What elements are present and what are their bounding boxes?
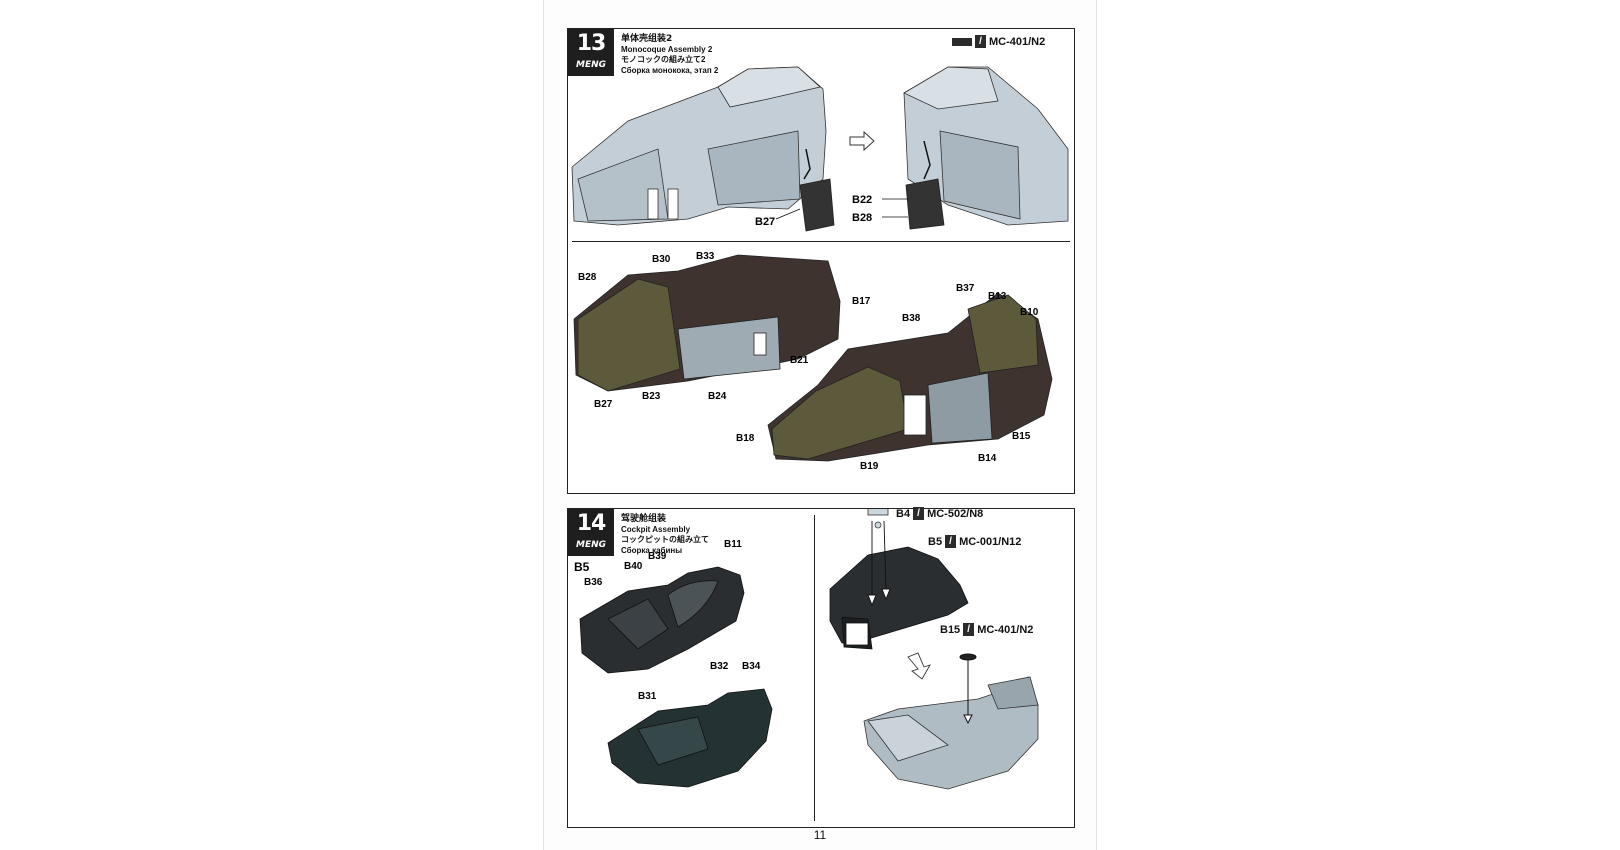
label-b13: B13 (988, 291, 1007, 302)
label-b37: B37 (956, 283, 975, 294)
seat-tub-lower (607, 688, 773, 788)
seat-tub-upper (579, 566, 745, 674)
label-b36: B36 (584, 577, 603, 588)
label-b11: B11 (724, 539, 742, 550)
step-13-badge: 13 MENG (568, 29, 614, 76)
step-number: 14 (576, 511, 607, 536)
brush-icon: / (945, 535, 957, 548)
monocoque-lower-right (767, 292, 1053, 462)
label-b23: B23 (642, 391, 661, 402)
cockpit-cowl (829, 546, 969, 650)
title-en: Cockpit Assembly (621, 524, 691, 534)
lower-tub-labels: B32 B34 B31 (638, 661, 761, 702)
lower-left-labels: B28 B30 B33 B17 B21 B23 B24 B27 (578, 251, 871, 410)
step-14-illustration: B5 B11 B40 B39 B36 B32 B34 B31 (574, 509, 1039, 790)
monocoque-upper-right (903, 66, 1069, 226)
label-b5-section: B5 (574, 560, 590, 574)
paint-code: MC-401/N2 (977, 623, 1034, 636)
label-b28: B28 (852, 212, 872, 224)
step-14-badge: 14 MENG (568, 509, 614, 556)
assembly-arrows (867, 520, 891, 607)
step-14-panel: 14 MENG 驾驶舱组装 Cockpit Assembly コックピットの組み… (567, 507, 1075, 828)
label-b34: B34 (742, 661, 761, 672)
step-13-titles: 单体壳组装2 Monocoque Assembly 2 モノコックの組み立て2 … (621, 34, 718, 76)
label-b19: B19 (860, 461, 879, 472)
paint-code: MC-502/N8 (927, 507, 984, 520)
cockpit-seat (863, 676, 1039, 790)
step-13-panel: 13 MENG 单体壳组装2 Monocoque Assembly 2 モノコッ… (567, 28, 1075, 494)
title-en: Monocoque Assembly 2 (621, 44, 713, 54)
parts-b22-b28-block (905, 140, 945, 230)
label-b33: B33 (696, 251, 715, 262)
monocoque-upper-left (571, 66, 827, 226)
step-13-paint-callout: / MC-401/N2 (952, 35, 1045, 48)
brush-icon: / (963, 623, 975, 636)
label-b30: B30 (652, 254, 671, 265)
paint-code: MC-001/N12 (959, 535, 1022, 548)
monocoque-lower-left (573, 254, 841, 392)
title-ja: コックピットの組み立て (621, 535, 709, 544)
title-ja: モノコックの組み立て2 (621, 55, 706, 64)
title-zh: 单体壳组装2 (621, 34, 673, 44)
lower-right-labels: B37 B13 B10 B38 B18 B19 B14 B15 (736, 283, 1039, 472)
label-b38: B38 (902, 313, 921, 324)
color-swatch-icon (952, 37, 972, 46)
title-zh: 驾驶舱组装 (621, 514, 667, 524)
label-b27-lower: B27 (594, 399, 613, 410)
arrow-right-icon (849, 130, 875, 152)
label-b27: B27 (755, 216, 775, 228)
label-b17: B17 (852, 296, 871, 307)
brand-logo: MENG (575, 540, 607, 550)
instruction-page: 13 MENG 单体壳组装2 Monocoque Assembly 2 モノコッ… (543, 0, 1097, 850)
label-b22: B22 (852, 194, 872, 206)
step-13-illustration: B27 B22 B28 (571, 66, 1069, 472)
brush-icon: / (913, 507, 925, 520)
step-13-divider (572, 241, 1070, 242)
title-ru: Сборка кабины (621, 545, 683, 555)
upper-tub-labels: B11 B40 B39 B36 (584, 539, 742, 588)
label-b14: B14 (978, 453, 997, 464)
part-label: B15 (940, 623, 961, 636)
label-b21: B21 (790, 355, 809, 366)
label-b39: B39 (648, 551, 667, 562)
step-14-divider (814, 515, 815, 821)
label-b10: B10 (1020, 307, 1039, 318)
step-14-titles: 驾驶舱组装 Cockpit Assembly コックピットの組み立て Сборк… (621, 514, 709, 556)
paint-callout-b4: B4 / MC-502/N8 (896, 507, 983, 520)
part-b4-piece (867, 509, 889, 529)
paint-callout-b15: B15 / MC-401/N2 (940, 623, 1033, 636)
paint-code: MC-401/N2 (989, 35, 1046, 48)
title-ru: Сборка монокока, этап 2 (621, 65, 719, 75)
label-b32: B32 (710, 661, 729, 672)
page-number: 11 (813, 828, 827, 842)
label-b31: B31 (638, 691, 657, 702)
paint-callout-b5: B5 / MC-001/N12 (928, 535, 1021, 548)
label-b28-lower: B28 (578, 272, 597, 283)
part-b27-block (799, 148, 835, 232)
arrow-down-icon (907, 652, 931, 680)
label-b15: B15 (1012, 431, 1031, 442)
step-number: 13 (576, 31, 607, 56)
part-label: B4 (896, 507, 911, 520)
label-b24: B24 (708, 391, 727, 402)
brand-logo: MENG (575, 60, 607, 70)
label-b40: B40 (624, 561, 643, 572)
brush-icon: / (975, 35, 986, 48)
part-b15-piece (959, 653, 977, 725)
label-b18: B18 (736, 433, 755, 444)
part-label: B5 (928, 535, 943, 548)
